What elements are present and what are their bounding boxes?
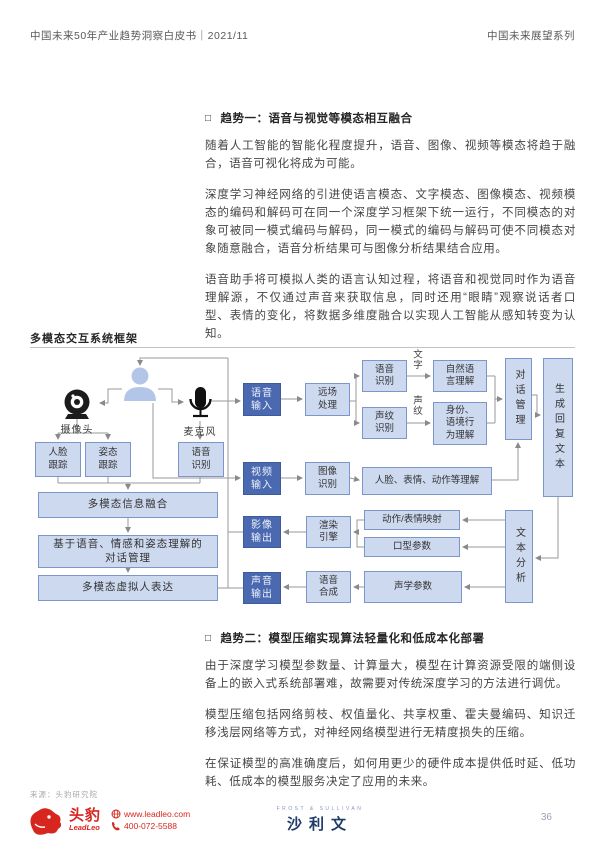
box-action-expression-mapping: 动作/表情映射: [364, 510, 460, 530]
microphone-label: 麦克风: [183, 427, 217, 438]
box-multimodal-fusion: 多模态信息融合: [38, 492, 218, 518]
diagram-connectors: [55, 357, 559, 590]
flow-label-text: 文字: [411, 349, 422, 370]
section1-title: 趋势一：语音与视觉等模态相互融合: [220, 113, 413, 125]
box-identity-context-understanding: 身份、 语境行 为理解: [433, 402, 487, 445]
box-voiceprint-recognition: 声纹 识别: [362, 407, 407, 439]
box-mouth-parameters: 口型参数: [364, 537, 460, 557]
camera-icon: [64, 389, 90, 419]
box-speech-recognition: 语音 识别: [362, 360, 407, 392]
section1-paragraph-2: 深度学习神经网络的引进使语言模态、文字模态、图像模态、视频模态的编码和解码可在同…: [205, 189, 576, 255]
leadleo-logo: 头豹 LeadLeo www.leadleo.com 400-072-5588: [25, 804, 190, 836]
box-speech-input: 语音 输入: [243, 383, 281, 416]
header-left-title: 中国未来50年产业趋势洞察白皮书｜2021/11: [30, 30, 249, 42]
box-face-expression-understanding: 人脸、表情、动作等理解: [362, 467, 492, 495]
section1-paragraph-1: 随着人工智能的智能化程度提升，语音、图像、视频等模态将趋于融合，语音可视化将成为…: [205, 140, 576, 170]
box-speech-synthesis: 语音 合成: [306, 571, 351, 603]
box-video-input: 视频 输入: [243, 462, 281, 495]
box-image-output: 影像 输出: [243, 516, 281, 548]
box-speech-recognition-client: 语音 识别: [178, 442, 224, 477]
sullivan-logo: FROST & SULLIVAN 沙利文: [240, 806, 400, 834]
multimodal-system-diagram: 摄像头 麦克风 人脸 跟踪 姿态 跟踪 语音 识别 多模态信息融合 基于语音、情…: [0, 345, 600, 623]
page-header: 中国未来50年产业趋势洞察白皮书｜2021/11 中国未来展望系列: [30, 28, 575, 43]
header-right-series: 中国未来展望系列: [487, 30, 575, 42]
section-trend-2: □ 趋势二：模型压缩实现算法轻量化和低成本化部署 由于深度学习模型参数量、计算量…: [205, 630, 576, 804]
section2-heading: □ 趋势二：模型压缩实现算法轻量化和低成本化部署: [205, 630, 576, 646]
box-reply-generation: 生成回复文本: [543, 358, 573, 497]
page-number: 36: [540, 812, 552, 823]
section1-paragraph-3: 语音助手将可模拟人类的语言认知过程，将语音和视觉同时作为语音理解源，不仅通过声音…: [205, 274, 576, 340]
sullivan-name-cn: 沙利文: [286, 816, 353, 833]
section2-title: 趋势二：模型压缩实现算法轻量化和低成本化部署: [220, 633, 485, 645]
source-note: 来源：头豹研究院: [30, 790, 98, 799]
diagram-title: 多模态交互系统框架: [30, 333, 138, 345]
square-bullet-icon: □: [205, 113, 212, 124]
section2-paragraph-3: 在保证模型的高准确度后，如何用更少的硬件成本提供低时延、低功耗、低成本的模型服务…: [205, 758, 576, 788]
microphone-icon: [189, 387, 212, 418]
section2-paragraph-2: 模型压缩包括网络剪枝、权值量化、共享权重、霍夫曼编码、知识迁移浅层网络等方式，对…: [205, 709, 576, 739]
box-render-engine: 渲染 引擎: [306, 516, 351, 548]
box-acoustic-parameters: 声学参数: [364, 571, 462, 603]
box-nlu: 自然语 言理解: [433, 360, 487, 392]
diagram-title-rule: [30, 347, 575, 348]
section2-paragraph-1: 由于深度学习模型参数量、计算量大，模型在计算资源受限的端侧设备上的嵌入式系统部署…: [205, 660, 576, 690]
leadleo-contact: www.leadleo.com 400-072-5588: [111, 809, 190, 831]
box-posture-tracking: 姿态 跟踪: [85, 442, 131, 477]
phone-icon: [112, 822, 120, 831]
leadleo-name-en: LeadLeo: [69, 823, 100, 832]
leadleo-wordmark: 头豹 LeadLeo: [69, 808, 101, 832]
section-trend-1: □ 趋势一：语音与视觉等模态相互融合 随着人工智能的智能化程度提升，语音、图像、…: [205, 110, 576, 356]
box-image-recognition: 图像 识别: [305, 462, 350, 495]
box-virtual-human-expression: 多模态虚拟人表达: [38, 575, 218, 601]
box-sound-output: 声音 输出: [243, 572, 281, 604]
box-dialog-management: 对话管理: [505, 358, 532, 440]
leadleo-name-cn: 头豹: [69, 807, 102, 824]
square-bullet-icon: □: [205, 633, 212, 644]
globe-icon: [111, 809, 121, 819]
camera-label: 摄像头: [60, 425, 94, 436]
flow-label-voiceprint: 声纹: [411, 395, 422, 416]
leopard-icon: [30, 808, 62, 835]
leadleo-website: www.leadleo.com: [124, 809, 191, 819]
leadleo-phone: 400-072-5588: [124, 821, 177, 831]
box-face-tracking: 人脸 跟踪: [35, 442, 81, 477]
box-far-field-processing: 远场 处理: [305, 383, 350, 416]
box-dialog-management-client: 基于语音、情感和姿态理解的 对话管理: [38, 535, 218, 568]
box-text-analysis: 文本分析: [505, 510, 533, 603]
section1-heading: □ 趋势一：语音与视觉等模态相互融合: [205, 110, 576, 126]
user-icon: [124, 367, 156, 401]
sullivan-name-en: FROST & SULLIVAN: [276, 806, 364, 812]
